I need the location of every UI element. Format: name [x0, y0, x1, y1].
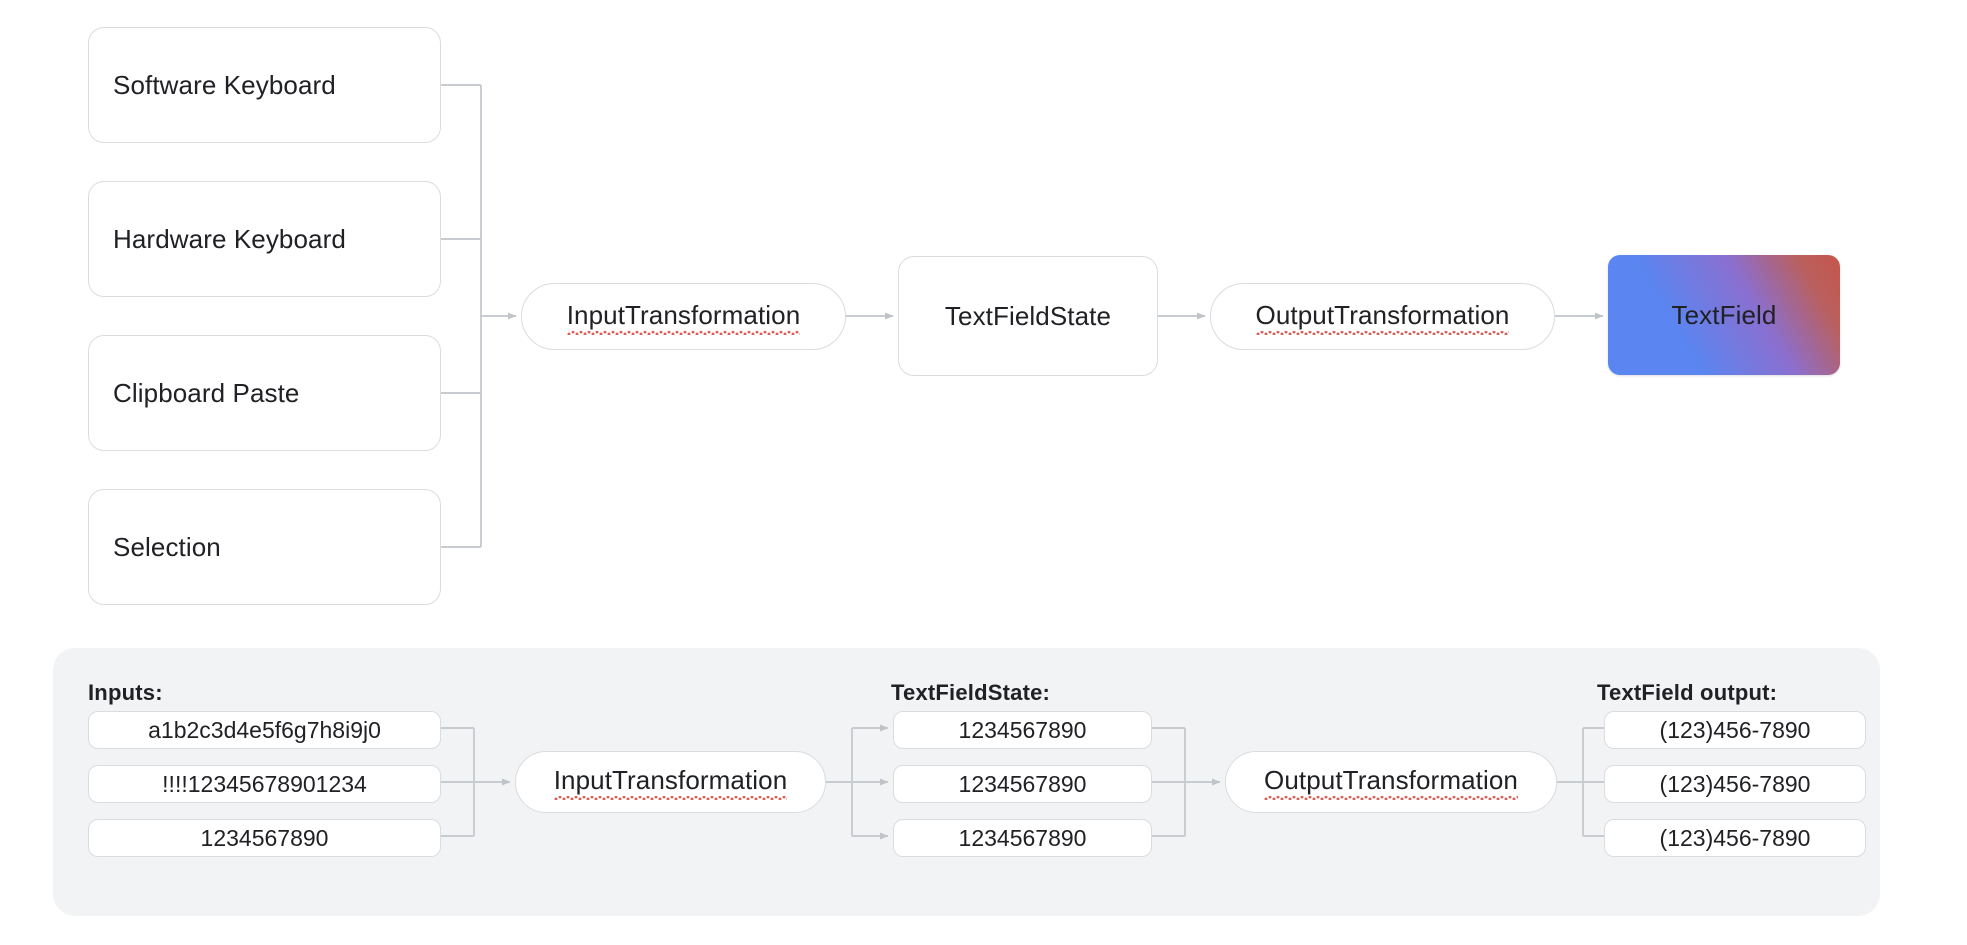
input-transformation-node[interactable]: InputTransformation — [521, 283, 846, 350]
textfield-node[interactable]: TextField — [1608, 255, 1840, 375]
output-chip[interactable]: (123)456-7890 — [1604, 819, 1866, 857]
state-chip-value: 1234567890 — [958, 824, 1087, 851]
input-chip-value: a1b2c3d4e5f6g7h8i9j0 — [148, 716, 381, 743]
output-column-label: TextField output: — [1597, 680, 1778, 705]
input-chip-value: !!!!12345678901234 — [162, 770, 367, 797]
input-transformation-label: InputTransformation — [566, 300, 801, 335]
input-chip-value: 1234567890 — [200, 824, 329, 851]
textfield-state-node[interactable]: TextFieldState — [898, 256, 1158, 376]
output-transformation-label: OutputTransformation — [1255, 300, 1510, 335]
textfield-state-label: TextFieldState — [944, 300, 1112, 331]
source-node-label: Selection — [113, 531, 221, 562]
panel-input-transformation-node[interactable]: InputTransformation — [515, 751, 826, 813]
source-node-clipboard-paste[interactable]: Clipboard Paste — [88, 335, 441, 451]
source-node-label: Hardware Keyboard — [113, 223, 346, 254]
input-chip[interactable]: 1234567890 — [88, 819, 441, 857]
output-chip-value: (123)456-7890 — [1659, 770, 1811, 797]
source-node-hardware-keyboard[interactable]: Hardware Keyboard — [88, 181, 441, 297]
inputs-column-label: Inputs: — [88, 680, 163, 705]
state-chip[interactable]: 1234567890 — [893, 819, 1152, 857]
source-node-label: Software Keyboard — [113, 69, 336, 100]
state-column-label: TextFieldState: — [891, 680, 1051, 705]
output-chip-value: (123)456-7890 — [1659, 716, 1811, 743]
output-chip-value: (123)456-7890 — [1659, 824, 1811, 851]
state-chip[interactable]: 1234567890 — [893, 765, 1152, 803]
output-transformation-node[interactable]: OutputTransformation — [1210, 283, 1555, 350]
state-chip-value: 1234567890 — [958, 770, 1087, 797]
textfield-label: TextField — [1671, 299, 1777, 330]
output-chip[interactable]: (123)456-7890 — [1604, 765, 1866, 803]
input-chip[interactable]: !!!!12345678901234 — [88, 765, 441, 803]
panel-output-transformation-label: OutputTransformation — [1264, 765, 1518, 800]
input-chip[interactable]: a1b2c3d4e5f6g7h8i9j0 — [88, 711, 441, 749]
state-chip[interactable]: 1234567890 — [893, 711, 1152, 749]
panel-output-transformation-node[interactable]: OutputTransformation — [1225, 751, 1557, 813]
state-chip-value: 1234567890 — [958, 716, 1087, 743]
source-node-software-keyboard[interactable]: Software Keyboard — [88, 27, 441, 143]
output-chip[interactable]: (123)456-7890 — [1604, 711, 1866, 749]
panel-input-transformation-label: InputTransformation — [553, 765, 788, 800]
source-node-selection[interactable]: Selection — [88, 489, 441, 605]
source-node-label: Clipboard Paste — [113, 377, 300, 408]
